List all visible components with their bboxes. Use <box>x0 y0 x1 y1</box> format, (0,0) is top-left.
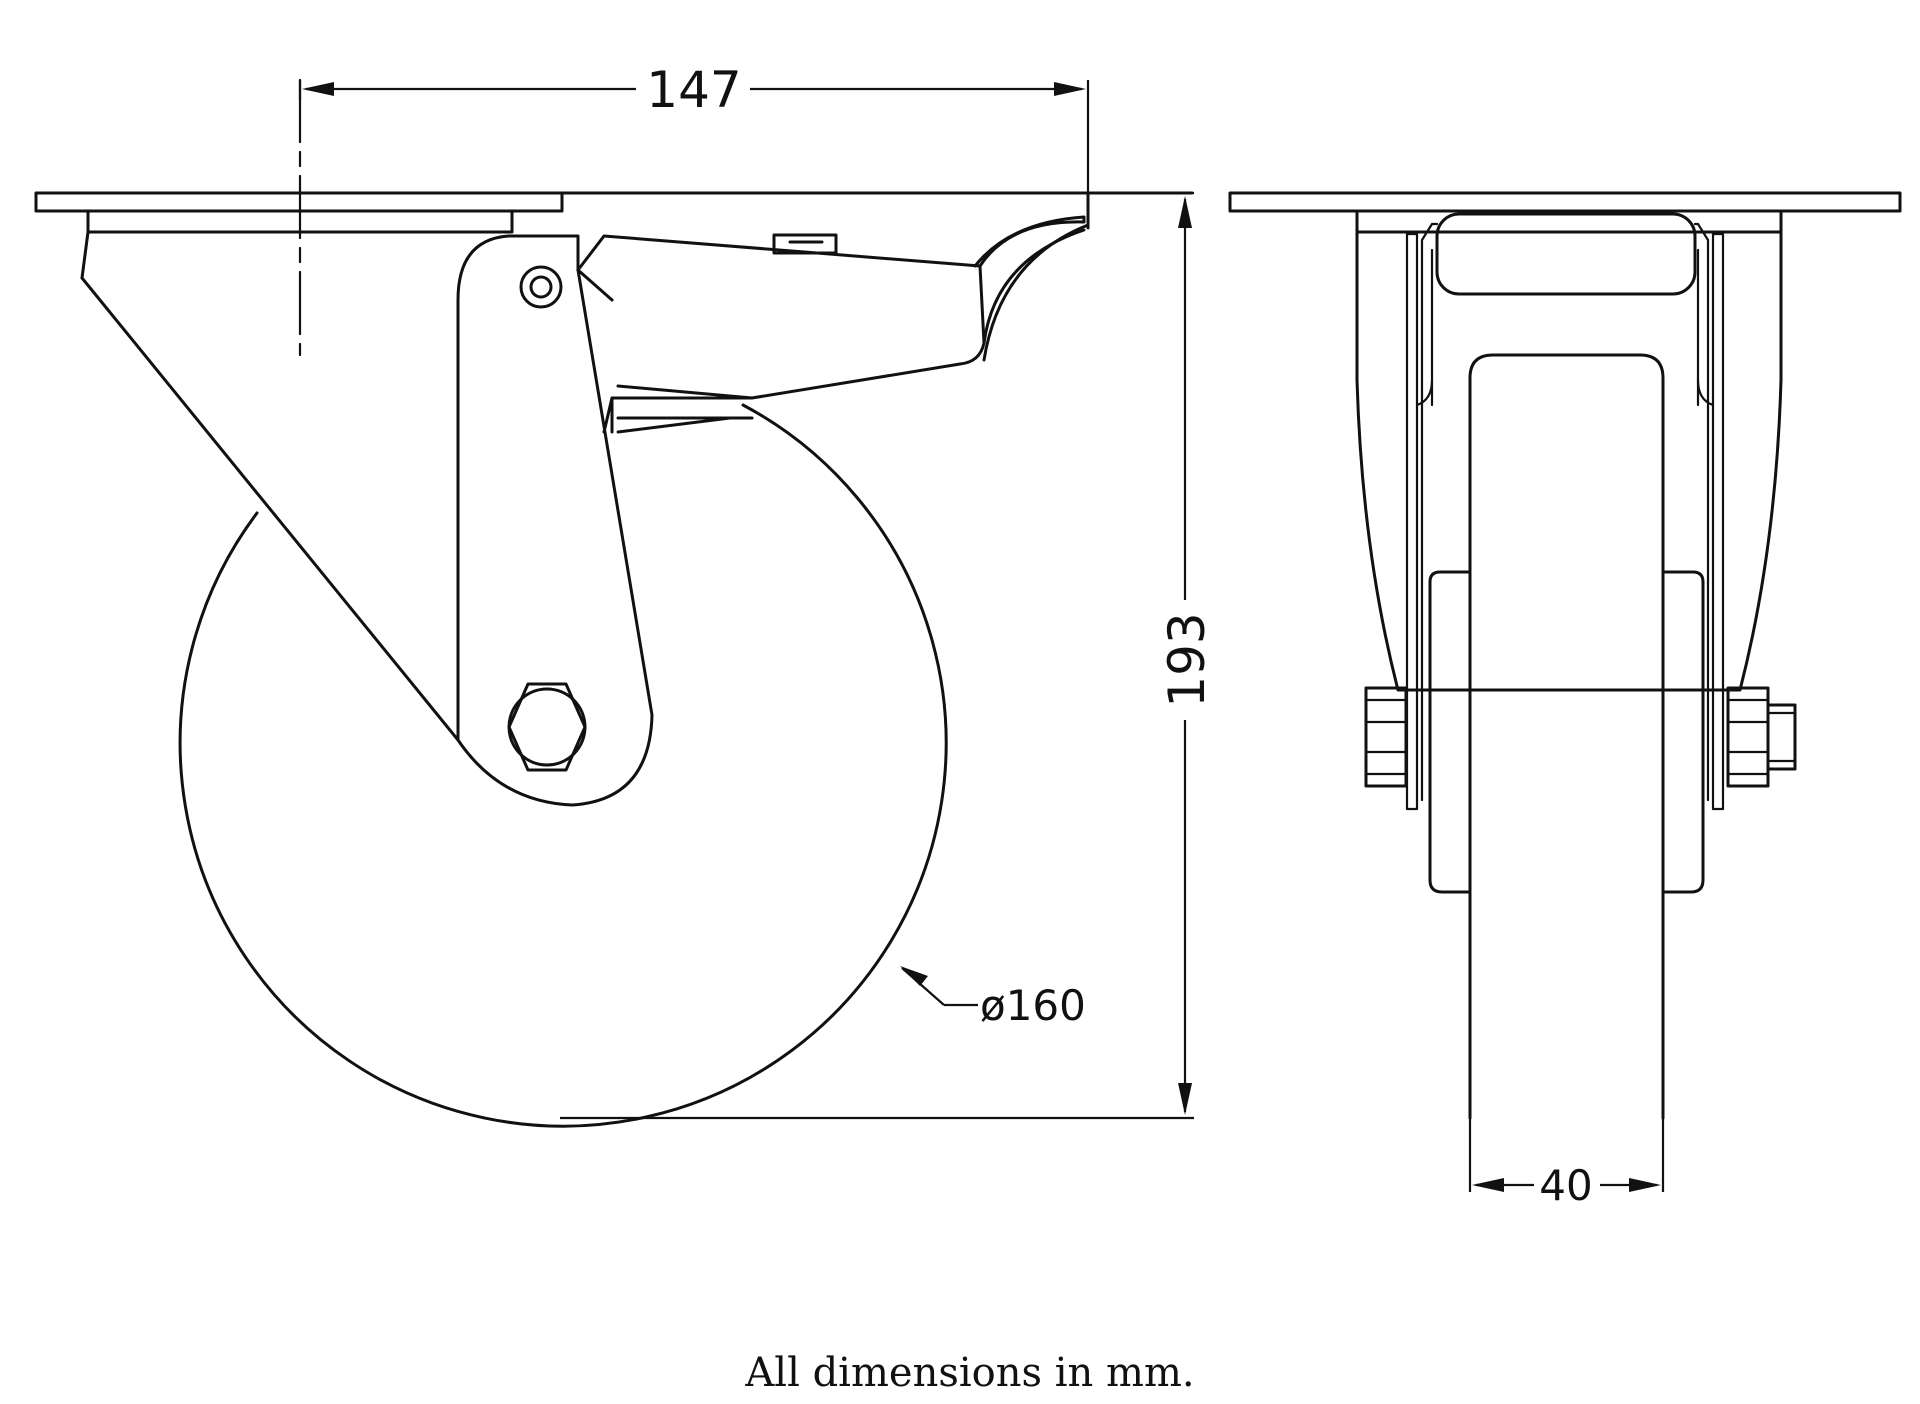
fork-plates-front <box>1405 232 1725 811</box>
top-plate-side <box>34 191 1194 213</box>
dimension-height: 193 <box>560 191 1216 1120</box>
dimension-offset-label: 147 <box>646 61 741 119</box>
side-view <box>34 78 1194 1128</box>
brake-lever-side <box>576 191 1090 434</box>
front-view <box>1228 191 1902 1120</box>
pivot-pin <box>519 265 563 309</box>
axle-hex-nut-side <box>507 682 587 772</box>
swivel-head-front <box>1355 209 1783 234</box>
fork-body-front <box>1355 230 1783 692</box>
footer-note: All dimensions in mm. <box>745 1350 1195 1396</box>
wheel-front <box>1428 353 1705 1120</box>
dimension-wheel-diameter: ø160 <box>900 966 1086 1030</box>
dimension-offset: 147 <box>298 61 1090 228</box>
fork-leg-side <box>80 234 654 807</box>
dimension-wheel-diameter-label: ø160 <box>980 981 1086 1030</box>
dimension-height-label: 193 <box>1158 612 1216 707</box>
dimension-wheel-width: 40 <box>1468 1118 1665 1210</box>
dimension-wheel-width-label: 40 <box>1539 1161 1592 1210</box>
swivel-head-side <box>80 209 514 280</box>
axle-bolt-front <box>1364 686 1797 788</box>
top-plate-front <box>1228 191 1902 213</box>
wheel-side <box>178 403 948 1128</box>
brake-pad-front <box>1420 212 1710 296</box>
